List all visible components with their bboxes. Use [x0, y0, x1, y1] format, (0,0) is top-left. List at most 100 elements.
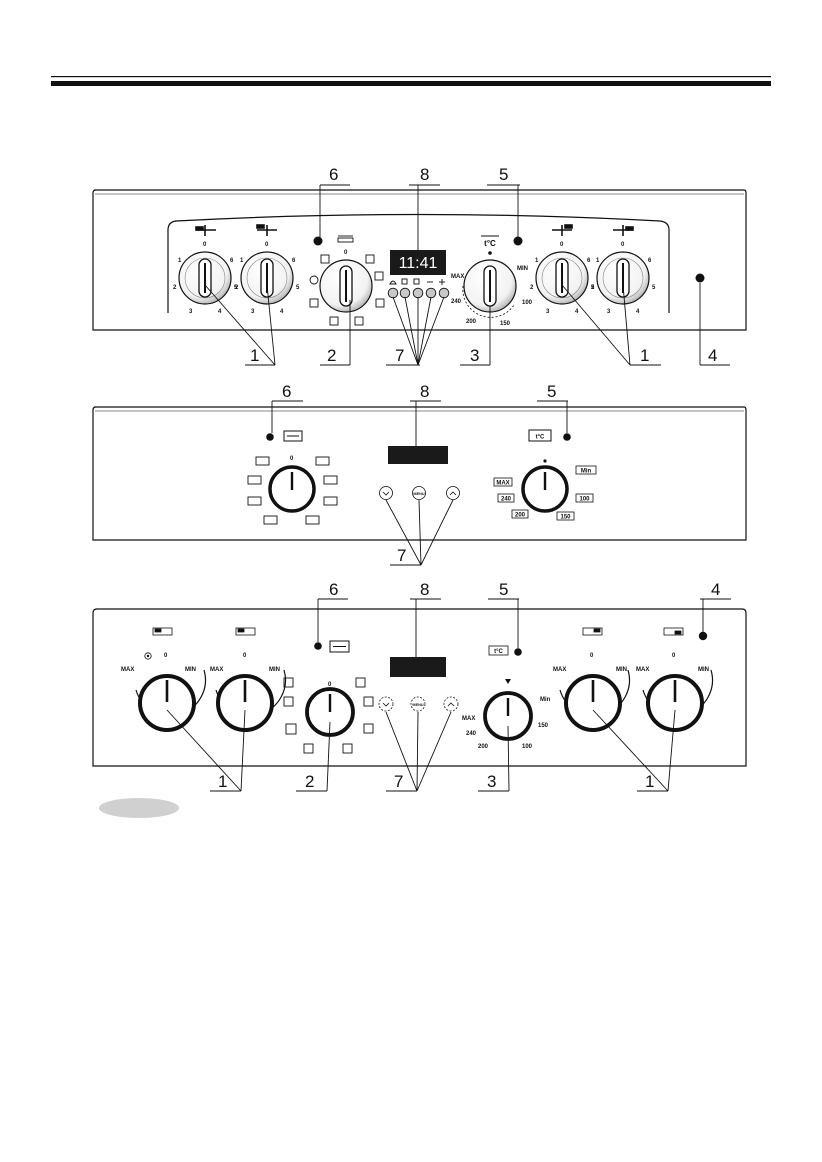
- scale-two: 2: [173, 285, 177, 291]
- callouts: [204, 184, 730, 366]
- scale-two: 2: [235, 285, 239, 291]
- programmer-button-icons: [389, 278, 445, 285]
- hob-knob[interactable]: [642, 669, 714, 732]
- scale-zero: 0: [203, 242, 207, 248]
- callout-7: 7: [395, 346, 404, 365]
- scale-six: 6: [292, 258, 296, 264]
- hob-knob[interactable]: [135, 652, 207, 732]
- temperature-scale: MAX Min 240 200 150 100: [493, 465, 597, 521]
- scale-zero: 0: [672, 653, 676, 659]
- scale-one: 1: [240, 258, 244, 264]
- thermostat-label: t°C: [536, 435, 545, 441]
- thermostat-label: t°C: [494, 649, 503, 655]
- hob-zone-icon: [613, 225, 634, 236]
- temp-100: 100: [522, 744, 533, 750]
- menu-button[interactable]: MENU: [410, 696, 426, 712]
- scale-three: 3: [607, 309, 611, 315]
- scale-zero: 0: [265, 242, 269, 248]
- up-button[interactable]: [446, 486, 460, 500]
- hob-knob[interactable]: [215, 669, 287, 732]
- indicator-light: [266, 433, 274, 441]
- oven-function-icons: [309, 235, 385, 326]
- control-panel-2: 0 MENU t°C MAX: [92, 382, 747, 566]
- down-button[interactable]: [379, 486, 393, 500]
- control-zone-outline: [167, 213, 670, 313]
- scale-five: 5: [234, 285, 238, 291]
- scale-four: 4: [218, 309, 222, 315]
- thermostat-knob[interactable]: [521, 465, 569, 513]
- clock-display-text: 11:41: [399, 255, 438, 272]
- indicator-light: [314, 642, 322, 650]
- callout-8: 8: [420, 382, 429, 401]
- callout-2: 2: [327, 346, 336, 365]
- oven-function-icons: [283, 677, 374, 754]
- oven-function-knob[interactable]: [319, 259, 373, 313]
- temp-max: MAX: [496, 481, 509, 487]
- scale-four: 4: [280, 309, 284, 315]
- scale-min: MIN: [269, 667, 280, 673]
- callouts: [166, 598, 731, 792]
- hob-knob[interactable]: [596, 251, 650, 305]
- temp-150: 150: [538, 723, 549, 729]
- callout-7: 7: [394, 772, 403, 791]
- hob-scale-labels: MAX MIN 0 MAX MIN 0 MAX MIN 0 MAX MIN 0: [121, 653, 709, 673]
- scale-zero: 0: [560, 242, 564, 248]
- indicator-light: [563, 433, 571, 441]
- menu-button-label: MENU: [412, 703, 423, 707]
- callout-4: 4: [708, 346, 717, 365]
- scale-three: 3: [189, 309, 193, 315]
- temp-min: MIN: [517, 266, 528, 272]
- bell-button[interactable]: [387, 287, 399, 299]
- hob-knob[interactable]: [559, 669, 631, 732]
- up-button[interactable]: [443, 696, 459, 712]
- hob-zone-icon: [582, 627, 603, 636]
- cook-time-button[interactable]: [399, 287, 411, 299]
- hob-knob[interactable]: [535, 251, 589, 305]
- callout-6: 6: [329, 580, 338, 599]
- scale-two: 2: [530, 285, 534, 291]
- hob-knob[interactable]: [240, 251, 294, 305]
- clock-display: [390, 250, 446, 275]
- scale-five: 5: [652, 285, 656, 291]
- oven-function-knob[interactable]: [305, 687, 355, 737]
- scale-max: MAX: [210, 667, 223, 673]
- temp-max: MAX: [462, 716, 475, 722]
- scale-six: 6: [587, 258, 591, 264]
- scale-one: 1: [178, 258, 182, 264]
- callout-5: 5: [499, 165, 508, 184]
- scale-one: 1: [535, 258, 539, 264]
- hob-zone-icon: [256, 224, 277, 236]
- scale-two: 2: [591, 285, 595, 291]
- plus-button[interactable]: [438, 287, 450, 299]
- scale-zero: 0: [590, 653, 594, 659]
- scale-one: 1: [596, 258, 600, 264]
- minus-button[interactable]: [425, 287, 437, 299]
- temp-240: 240: [501, 497, 512, 503]
- scale-three: 3: [251, 309, 255, 315]
- callout-1: 1: [645, 772, 654, 791]
- temp-200: 200: [466, 319, 477, 325]
- menu-button[interactable]: MENU: [412, 486, 426, 500]
- hob-zone-icon: [195, 225, 216, 236]
- thermostat-label: t°C: [484, 239, 496, 248]
- callout-5: 5: [499, 580, 508, 599]
- oven-function-knob[interactable]: [268, 465, 316, 513]
- down-button[interactable]: [378, 696, 394, 712]
- control-panel-3: MAX MIN 0 MAX MIN 0 MAX MIN 0 MAX MIN 0 …: [92, 580, 747, 792]
- panel-outline: [92, 608, 747, 767]
- hob-zone-icon: [235, 627, 256, 636]
- callout-3: 3: [487, 772, 496, 791]
- scale-six: 6: [648, 258, 652, 264]
- temperature-scale: MAX Min 240 200 150 100: [462, 697, 551, 750]
- temp-150: 150: [560, 515, 571, 521]
- end-time-button[interactable]: [412, 287, 424, 299]
- thermostat-knob[interactable]: [463, 259, 517, 313]
- scale-min: MIN: [616, 667, 627, 673]
- panel-outline: [92, 406, 747, 541]
- scale-five: 5: [296, 285, 300, 291]
- scale-five: 5: [591, 285, 595, 291]
- callout-5: 5: [547, 382, 556, 401]
- function-zero-label: 0: [344, 250, 348, 256]
- hob-knob[interactable]: [178, 251, 232, 305]
